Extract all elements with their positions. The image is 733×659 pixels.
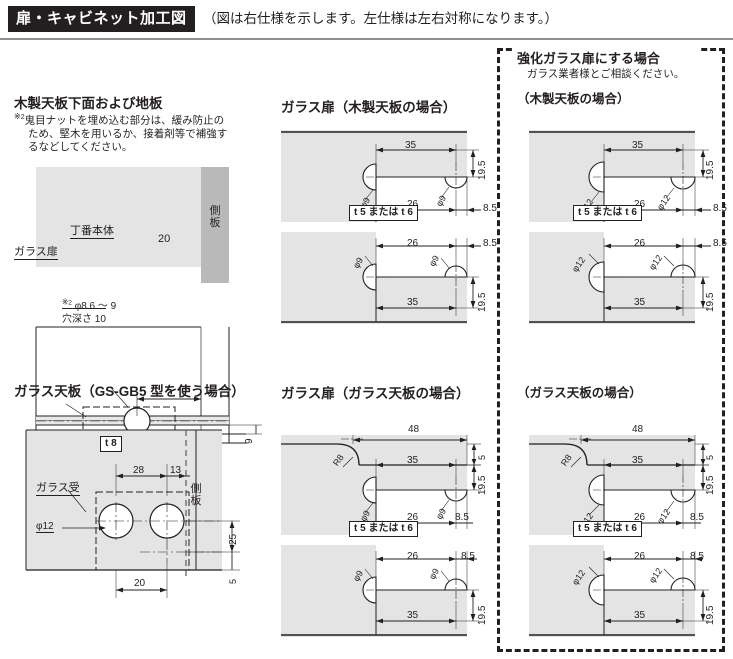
bottom-mid-upper-dim-35: 35 — [407, 455, 419, 466]
top-mid-lower-dim-19-5: 19.5 — [477, 292, 488, 312]
dashed-border-title-gap — [514, 45, 700, 55]
top-right-upper-thickness: t 5 または t 6 — [573, 205, 642, 221]
hole-dia-value: φ8.6 〜 9 — [74, 301, 117, 312]
bottom-right-upper-dim-19-5: 19.5 — [705, 475, 716, 495]
top-mid-lower-drawing — [281, 232, 481, 323]
top-mid-lower-dim-35: 35 — [407, 297, 419, 308]
bottom-left-dim-28: 28 — [133, 465, 145, 476]
bottom-right-upper-dim-26: 26 — [634, 512, 646, 523]
bottom-mid-upper-dim-26: 26 — [407, 512, 419, 523]
top-right-upper-dim-35: 35 — [632, 140, 644, 151]
bottom-left-dim-13: 13 — [170, 465, 182, 476]
note-line-3: るなどしてください。 — [28, 140, 133, 153]
bottom-left-side-panel-label: 側板 — [190, 483, 202, 507]
hole-depth-callout: 穴深さ 10 — [62, 308, 106, 325]
top-mid-upper-dim-35: 35 — [405, 140, 417, 151]
top-right-lower-dim-19-5: 19.5 — [705, 292, 716, 312]
side-panel-fill — [201, 167, 229, 283]
page-title: 扉・キャビネット加工図 — [8, 6, 195, 32]
dim-20-label: 20 — [158, 233, 171, 245]
bottom-right-lower-dim-26: 26 — [634, 551, 646, 562]
note-line-1: 鬼目ナットを埋め込む部分は、緩み防止の — [24, 114, 225, 127]
note-superscript: 2 — [20, 114, 25, 121]
hole-mark: ※ — [62, 297, 69, 307]
bottom-mid-lower-dim-19-5: 19.5 — [477, 605, 488, 625]
bottom-left-drawing — [25, 429, 240, 598]
hole-dia-callout: ※2 φ8.6 〜 9 — [62, 297, 116, 312]
hole-superscript: 2 — [68, 299, 72, 307]
top-right-lower-drawing — [529, 232, 711, 323]
top-left-note: ※2鬼目ナットを埋め込む部分は、緩み防止の ため、堅木を用いるか、接着剤等で補強… — [14, 110, 264, 154]
header-divider — [0, 38, 733, 40]
top-left-drawing — [35, 326, 262, 461]
bottom-right-upper-dim-48: 48 — [632, 424, 644, 435]
bottom-left-dim-25: 25 — [228, 533, 239, 545]
bottom-right-lower-dim-8-5: 8.5 — [690, 551, 704, 562]
bottom-left-dim-20: 20 — [134, 578, 146, 589]
header-note: （図は右仕様を示します。左仕様は左右対称になります。） — [203, 11, 559, 26]
bottom-right-lower-dim-19-5: 19.5 — [705, 605, 716, 625]
bottom-right-upper-thickness: t 5 または t 6 — [573, 521, 642, 537]
top-right-upper-dim-26: 26 — [634, 199, 645, 210]
bottom-left-title: ガラス天板（GS-GB5 型を使う場合） — [14, 384, 245, 399]
bottom-right-upper-dim-35: 35 — [632, 455, 644, 466]
bottom-mid-lower-drawing — [281, 545, 479, 636]
top-right-lower-dim-26: 26 — [634, 238, 646, 249]
bottom-left-dim-phi12: φ12 — [36, 521, 54, 533]
top-right-lower-dim-35: 35 — [634, 297, 646, 308]
bottom-mid-lower-dim-35: 35 — [407, 610, 419, 621]
bottom-mid-upper-dim-19-5: 19.5 — [477, 475, 488, 495]
bottom-mid-title: ガラス扉（ガラス天板の場合） — [281, 386, 470, 401]
top-mid-lower-dim-8-5: 8.5 — [483, 238, 497, 249]
top-right-subtitle: ガラス業者様とご相談ください。 — [527, 68, 685, 80]
top-left-title: 木製天板下面および地板 — [14, 96, 163, 111]
top-right-lower-dim-8-5: 8.5 — [713, 238, 727, 249]
top-mid-upper-thickness: t 5 または t 6 — [349, 205, 418, 221]
glass-top-thickness: t 8 — [100, 436, 122, 452]
bottom-mid-upper-thickness: t 5 または t 6 — [349, 521, 418, 537]
top-mid-upper-drawing — [281, 131, 481, 222]
hinge-body-label: 丁番本体 — [70, 222, 114, 239]
top-right-upper-dim-8-5: 8.5 — [713, 203, 727, 214]
bottom-right-lower-dim-35: 35 — [634, 610, 646, 621]
bottom-mid-upper-dim-8-5: 8.5 — [455, 512, 469, 523]
note-mark: ※ — [14, 112, 21, 121]
bottom-mid-upper-dim-5: 5 — [477, 454, 487, 460]
bottom-right-caption: （ガラス天板の場合） — [517, 386, 642, 400]
glass-holder-label: ガラス受 — [36, 479, 80, 496]
top-mid-title: ガラス扉（木製天板の場合） — [281, 100, 457, 115]
bottom-mid-lower-dim-26: 26 — [407, 551, 419, 562]
bottom-mid-upper-dim-48: 48 — [408, 424, 420, 435]
bottom-right-lower-drawing — [529, 545, 709, 636]
top-mid-upper-dim-26: 26 — [407, 199, 418, 210]
page-header: 扉・キャビネット加工図 （図は右仕様を示します。左仕様は左右対称になります。） — [0, 6, 733, 38]
top-right-upper-dim-19-5: 19.5 — [705, 160, 716, 180]
bottom-right-upper-dim-8-5: 8.5 — [690, 512, 704, 523]
note-line-2: ため、堅木を用いるか、接着剤等で補強す — [28, 127, 228, 140]
top-mid-upper-dim-8-5: 8.5 — [483, 203, 497, 214]
bottom-right-upper-dim-5: 5 — [705, 454, 715, 460]
top-right-caption: （木製天板の場合） — [517, 92, 630, 106]
cabinet-body-fill — [36, 167, 201, 267]
bottom-left-dim-5: 5 — [228, 578, 238, 584]
top-right-upper-drawing — [529, 131, 711, 222]
bottom-mid-lower-dim-8-5: 8.5 — [461, 551, 475, 562]
top-mid-lower-dim-26: 26 — [407, 238, 419, 249]
glass-door-label: ガラス扉 — [14, 243, 58, 260]
top-mid-upper-dim-19-5: 19.5 — [477, 160, 488, 180]
top-right-title: 強化ガラス扉にする場合 — [517, 51, 660, 66]
side-panel-label: 側板 — [209, 205, 221, 229]
